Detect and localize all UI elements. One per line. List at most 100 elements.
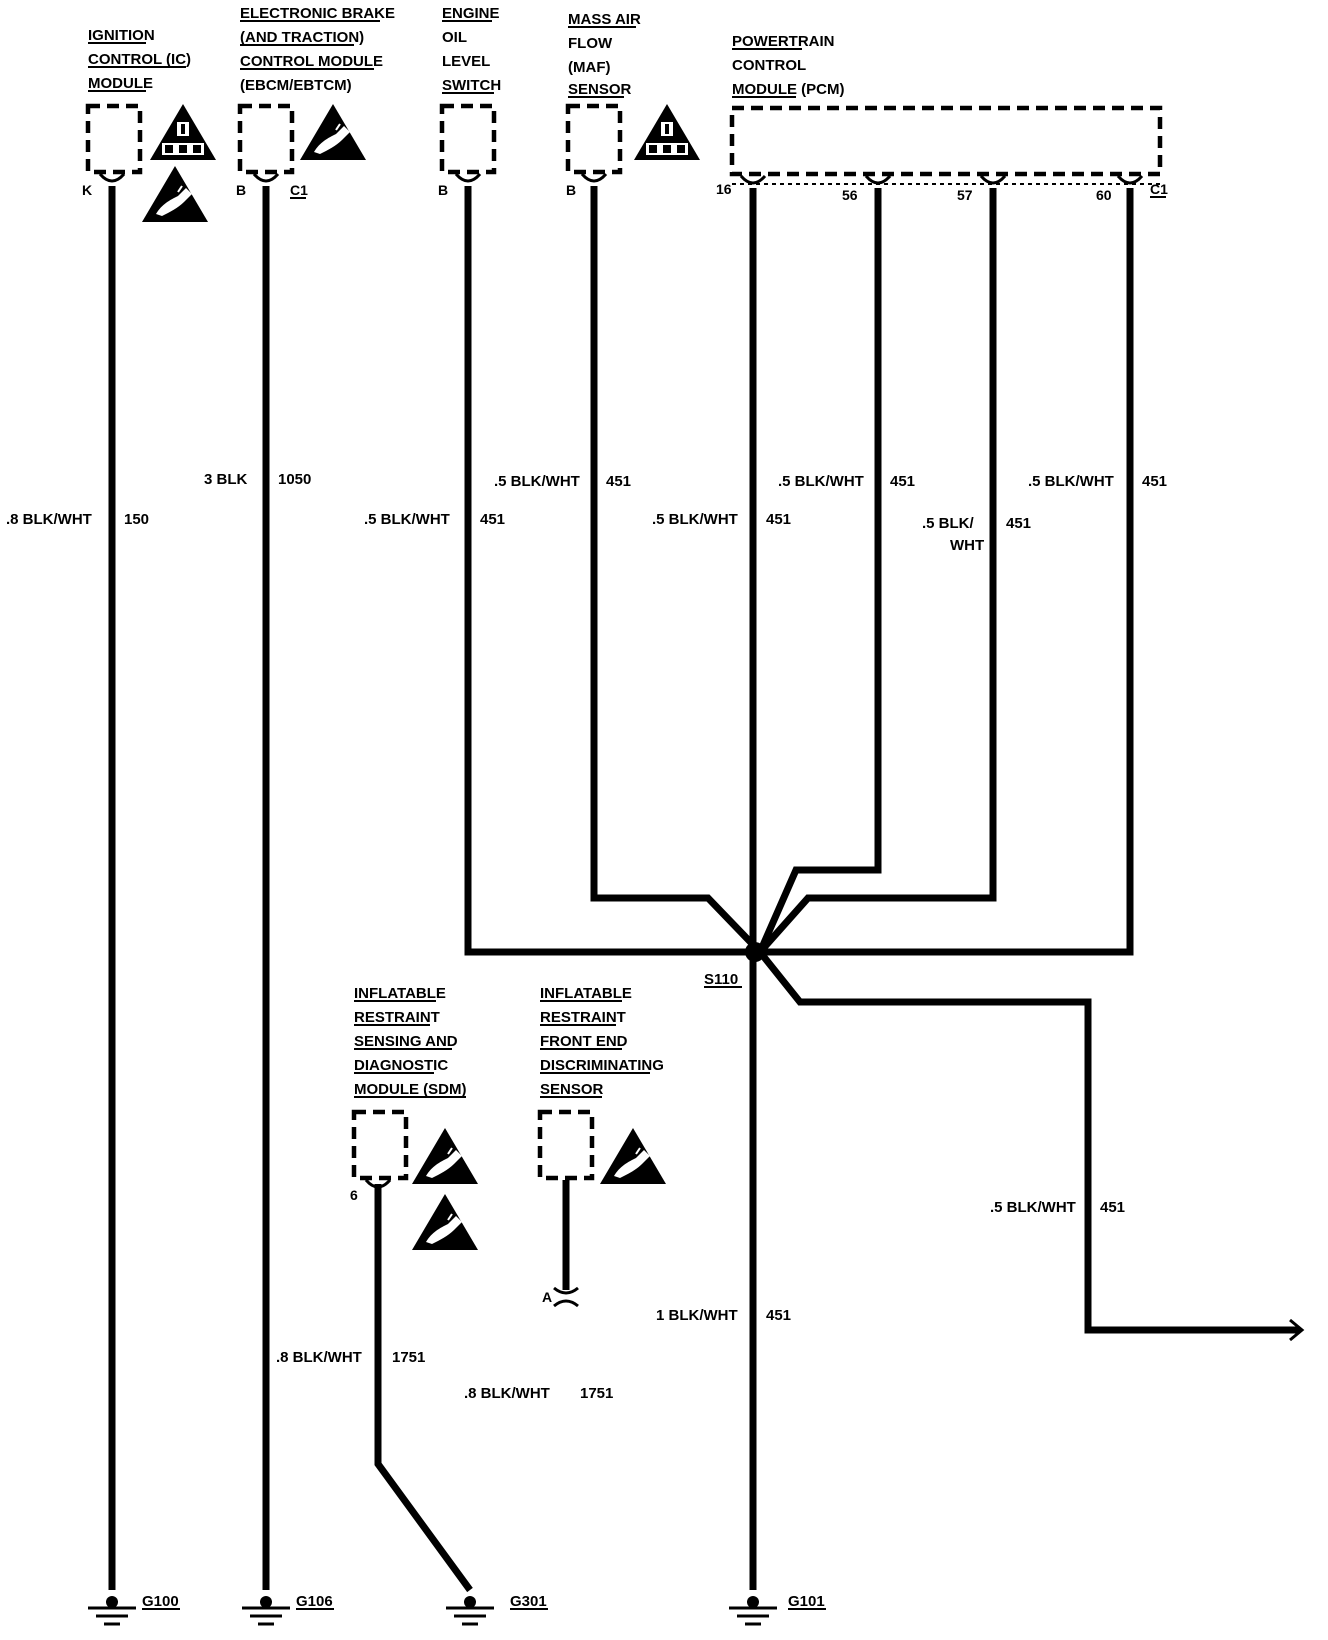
wire-maf-circuit: 451 <box>606 473 631 490</box>
wire-labels: .8 BLK/WHT 150 3 BLK 1050 .5 BLK/WHT 451… <box>6 471 1167 1402</box>
ebcm-pin: B <box>236 182 246 198</box>
ebcm-module: ELECTRONIC BRAKE (AND TRACTION) CONTROL … <box>236 5 395 199</box>
wire-fed-circuit: 1751 <box>580 1385 613 1402</box>
pcm-pin-57-terminal <box>979 174 1007 185</box>
maf-label-2: FLOW <box>568 35 613 52</box>
sdm-label-1: INFLATABLE <box>354 985 446 1002</box>
ic-connector-box <box>85 103 143 175</box>
wire-pcm60-circuit: 451 <box>1142 473 1167 490</box>
oil-pin-terminal <box>454 172 482 183</box>
pcm-label-2: CONTROL <box>732 57 806 74</box>
wire-pcm57-spec-1: .5 BLK/ <box>922 515 975 532</box>
wire-maf-451 <box>590 186 763 955</box>
pcm-label-3: MODULE (PCM) <box>732 81 845 98</box>
oil-pin: B <box>438 182 448 198</box>
sdm-module: INFLATABLE RESTRAINT SENSING AND DIAGNOS… <box>350 985 479 1251</box>
maf-sensor: MASS AIR FLOW (MAF) SENSOR B <box>565 11 700 198</box>
wire-pcm57-451 <box>757 188 997 955</box>
maf-label-3: (MAF) <box>568 59 610 76</box>
pcm-pin-16-terminal <box>739 174 767 185</box>
splice-s110: S110 <box>704 942 765 988</box>
ground-g100: G100 <box>142 1593 179 1610</box>
wire-right-spec: .5 BLK/WHT <box>990 1199 1076 1216</box>
ic-label-1: IGNITION <box>88 27 155 44</box>
wire-oil-circuit: 451 <box>480 511 505 528</box>
splice-label: S110 <box>704 971 738 988</box>
wire-ebcm-circuit: 1050 <box>278 471 311 488</box>
ic-label-2: CONTROL (IC) <box>88 51 191 68</box>
oil-label-2: OIL <box>442 29 467 46</box>
esd-warning-icon <box>599 1127 667 1185</box>
esd-warning-icon <box>299 103 367 161</box>
wire-sdm-1751 <box>374 1184 473 1593</box>
ground-symbol-icon <box>86 1594 138 1626</box>
obd-ii-warning-icon <box>634 104 700 160</box>
wire-ic-circuit: 150 <box>124 511 149 528</box>
pcm-pin-60-terminal <box>1116 174 1144 185</box>
wire-g101-circuit: 451 <box>766 1307 791 1324</box>
wire-pcm57-spec-2: WHT <box>950 537 984 554</box>
obd-ii-warning-icon <box>150 104 216 160</box>
ground-symbol-icon <box>727 1594 779 1626</box>
oil-label-3: LEVEL <box>442 53 490 70</box>
ebcm-label-2: (AND TRACTION) <box>240 29 364 46</box>
wire-ic-spec: .8 BLK/WHT <box>6 511 92 528</box>
fed-label-1: INFLATABLE <box>540 985 632 1002</box>
arrow-right-icon <box>1289 1318 1305 1342</box>
ebcm-pin-terminal <box>252 172 280 183</box>
wire-pcm16-spec: .5 BLK/WHT <box>652 511 738 528</box>
wire-maf-spec: .5 BLK/WHT <box>494 473 580 490</box>
esd-warning-icon <box>411 1127 479 1185</box>
sdm-pin: 6 <box>350 1187 358 1203</box>
oil-level-switch: ENGINE OIL LEVEL SWITCH B <box>438 5 501 198</box>
ebcm-label-3: CONTROL MODULE <box>240 53 383 70</box>
pcm-label-1: POWERTRAIN <box>732 33 835 50</box>
sdm-label-5: MODULE (SDM) <box>354 1081 467 1098</box>
wire-pcm60-451 <box>760 188 1134 956</box>
pcm-pin-16: 16 <box>716 181 732 197</box>
maf-connector-box <box>565 103 623 175</box>
wire-fed-spec: .8 BLK/WHT <box>464 1385 550 1402</box>
wire-ebcm-spec: 3 BLK <box>204 471 248 488</box>
wire-oil-451 <box>464 186 760 956</box>
maf-pin-terminal <box>580 172 608 183</box>
sdm-pin-terminal <box>364 1178 392 1189</box>
fed-label-3: FRONT END <box>540 1033 628 1050</box>
ic-pin-terminal <box>98 172 126 183</box>
fed-label-4: DISCRIMINATING <box>540 1057 664 1074</box>
ground-symbol-icon <box>240 1594 292 1626</box>
oil-label-1: ENGINE <box>442 5 500 22</box>
wire-pcm56-circuit: 451 <box>890 473 915 490</box>
wires <box>108 186 1300 1593</box>
maf-pin: B <box>566 182 576 198</box>
fed-label-2: RESTRAINT <box>540 1009 626 1026</box>
oil-connector-box <box>439 103 497 175</box>
fed-connector-box <box>537 1109 595 1181</box>
pcm-connector: C1 <box>1150 181 1168 197</box>
esd-warning-icon <box>141 165 209 223</box>
wire-sdm-spec: .8 BLK/WHT <box>276 1349 362 1366</box>
wire-pcm56-451 <box>756 188 882 954</box>
ebcm-connector-box <box>237 103 295 175</box>
wire-g101-spec: 1 BLK/WHT <box>656 1307 738 1324</box>
pcm-pin-57: 57 <box>957 187 973 203</box>
maf-label-4: SENSOR <box>568 81 632 98</box>
wire-sdm-circuit: 1751 <box>392 1349 425 1366</box>
ground-g301: G301 <box>510 1593 547 1610</box>
pcm-pin-60: 60 <box>1096 187 1112 203</box>
pcm-module: POWERTRAIN CONTROL MODULE (PCM) 16 56 57… <box>716 33 1168 203</box>
wire-pcm57-circuit: 451 <box>1006 515 1031 532</box>
pcm-pin-56: 56 <box>842 187 858 203</box>
ic-pin: K <box>82 182 92 198</box>
oil-label-4: SWITCH <box>442 77 501 94</box>
wire-oil-spec: .5 BLK/WHT <box>364 511 450 528</box>
ground-g106: G106 <box>296 1593 333 1610</box>
fed-inline-pin: A <box>542 1289 552 1305</box>
ic-label-3: MODULE <box>88 75 153 92</box>
pcm-connector-box <box>729 105 1163 177</box>
fed-sensor: INFLATABLE RESTRAINT FRONT END DISCRIMIN… <box>537 985 667 1308</box>
esd-warning-icon <box>411 1193 479 1251</box>
wire-right-circuit: 451 <box>1100 1199 1125 1216</box>
sdm-label-2: RESTRAINT <box>354 1009 440 1026</box>
